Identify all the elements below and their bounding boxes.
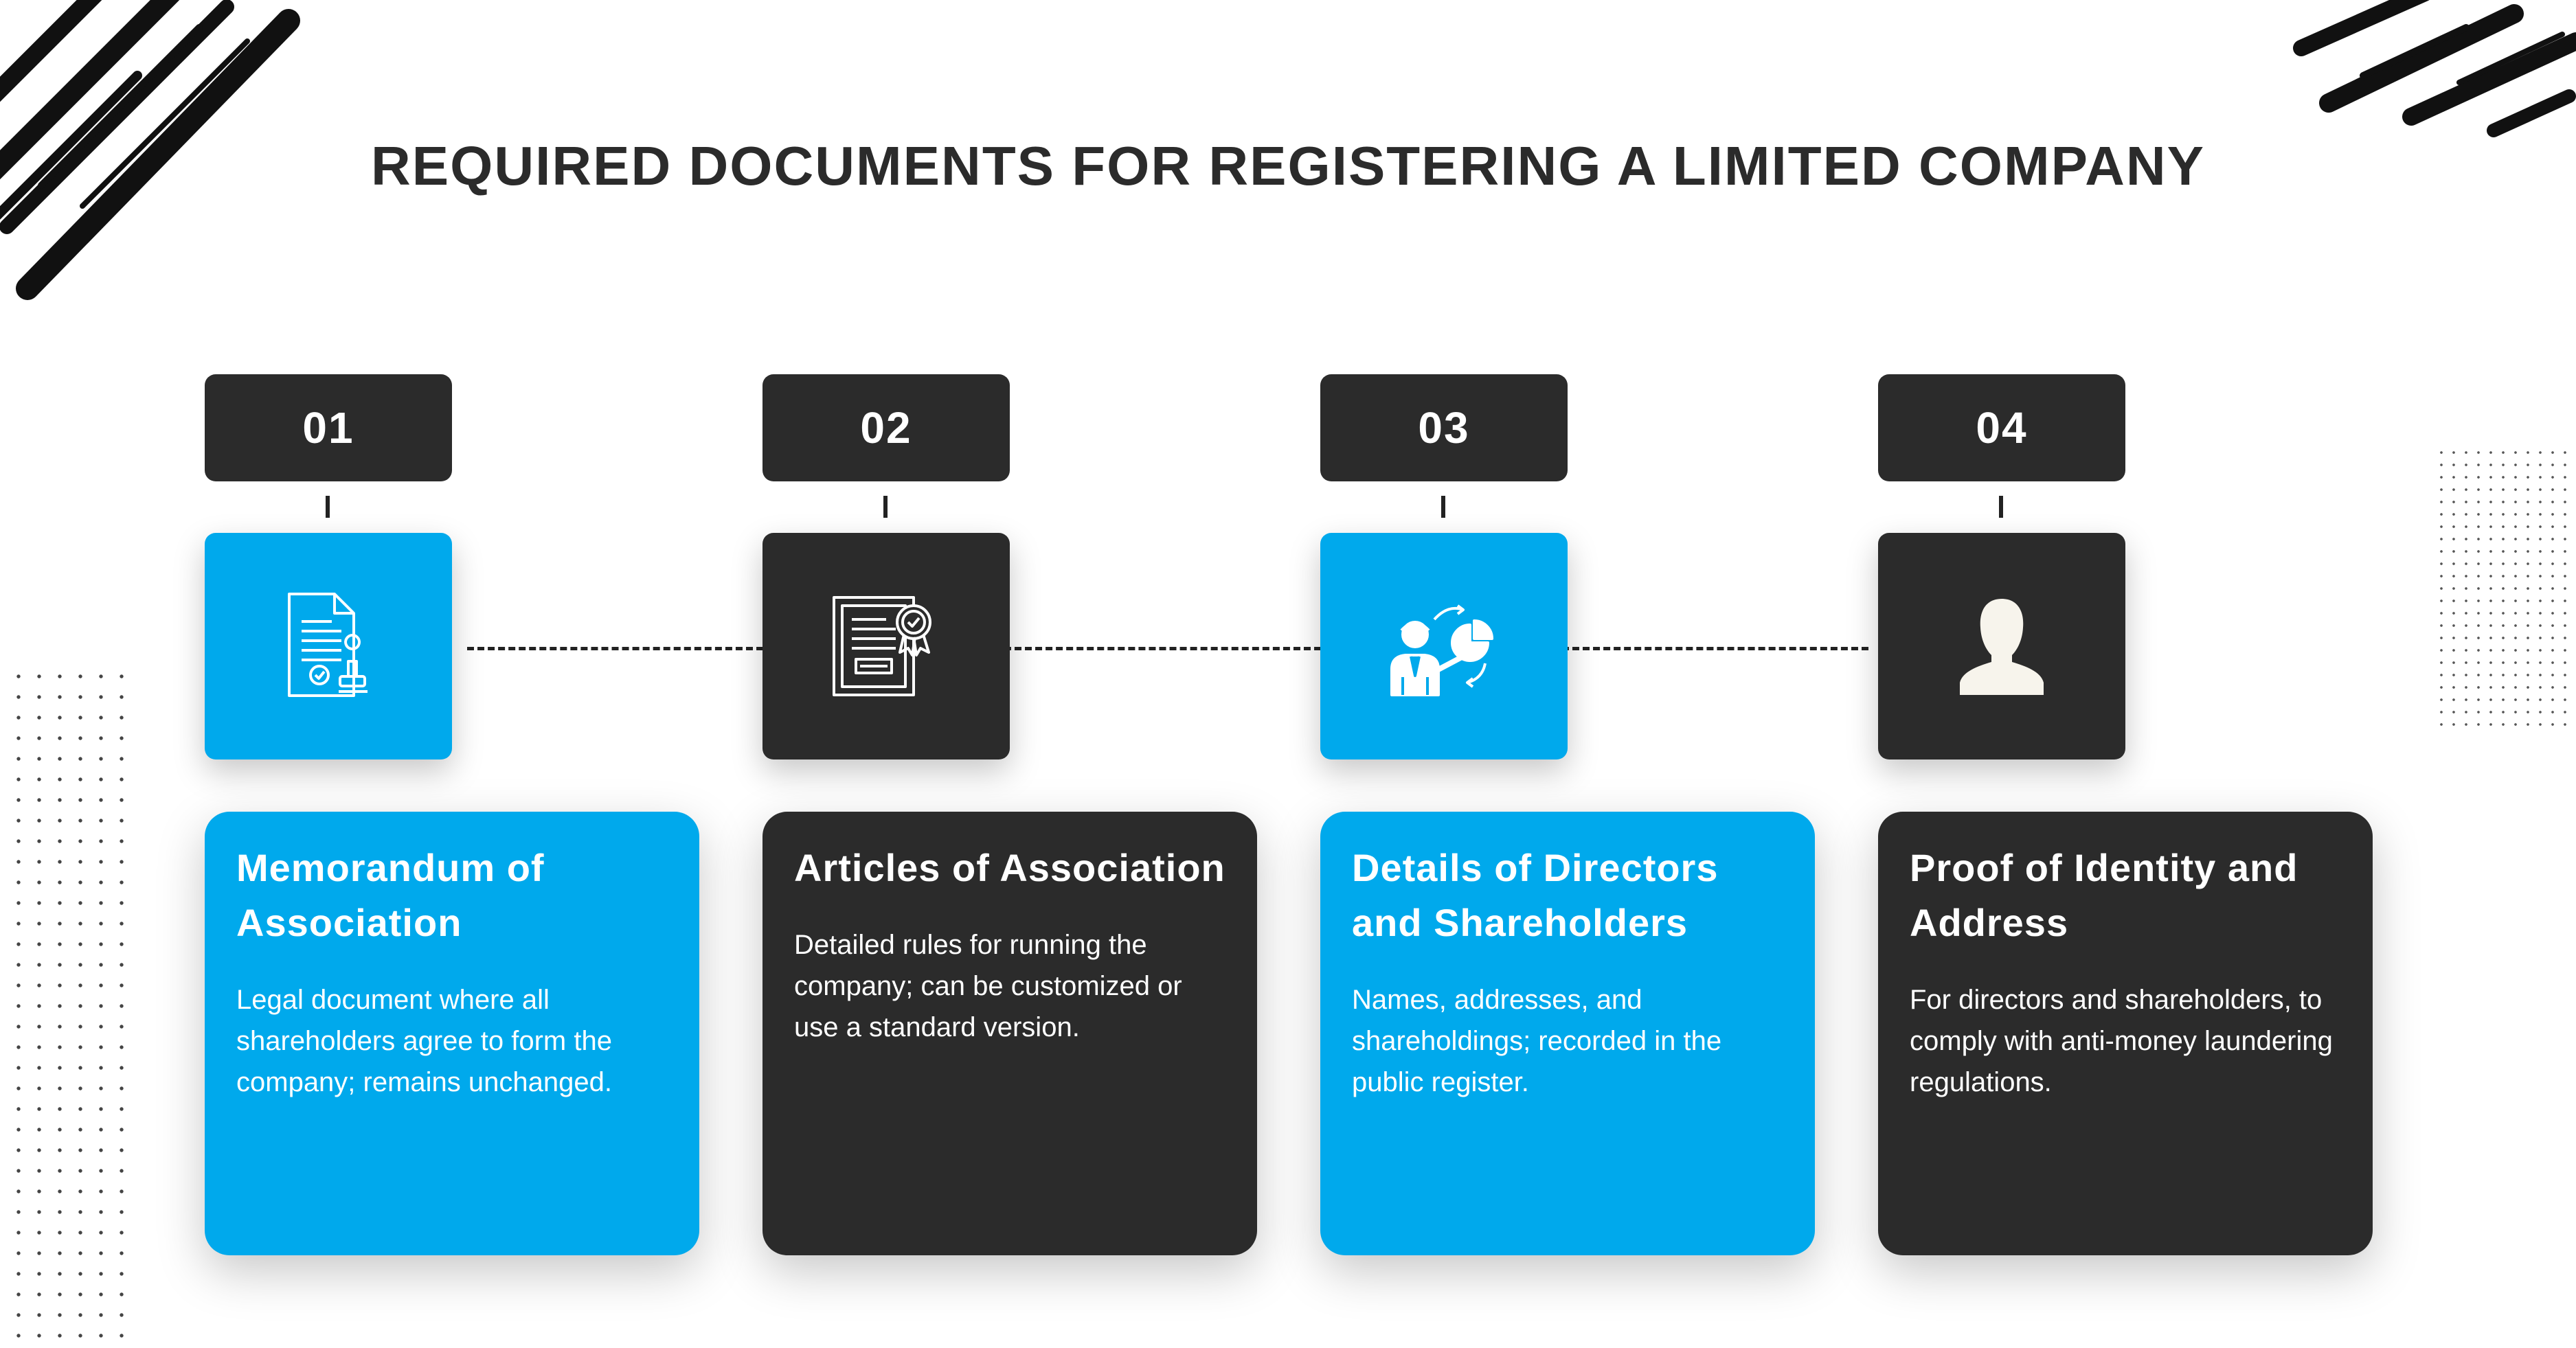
brush-strokes-top-left: [0, 0, 300, 300]
step-icon-box: [762, 533, 1010, 759]
step-card: Proof of Identity and Address For direct…: [1878, 812, 2373, 1255]
step-card-description: Names, addresses, and shareholdings; rec…: [1352, 985, 1722, 1097]
step-tick: [1441, 496, 1445, 518]
step-04: 04 Proof of Identity and Address For dir…: [1878, 0, 2373, 1348]
step-card: Articles of Association Detailed rules f…: [762, 812, 1257, 1255]
certificate-icon: [833, 596, 931, 696]
step-card-description: For directors and shareholders, to compl…: [1910, 985, 2333, 1097]
step-tick: [1999, 496, 2003, 518]
step-01: 01 Memorandum of Association Legal do: [205, 0, 699, 1348]
step-tick: [326, 496, 330, 518]
dashed-connector-line: [467, 647, 1868, 650]
dot-pattern-left: [0, 659, 131, 1348]
step-card-title: Details of Directors and Shareholders: [1352, 846, 1719, 944]
step-number-badge: 04: [1878, 374, 2125, 481]
step-card: Memorandum of Association Legal document…: [205, 812, 699, 1255]
document-stamp-icon: [288, 593, 368, 697]
step-card-description: Detailed rules for running the company; …: [794, 930, 1182, 1042]
person-silhouette-icon: [1960, 599, 2044, 695]
step-02: 02 Articles of Association Detailed r: [762, 0, 1257, 1348]
dot-pattern-right: [2435, 446, 2576, 731]
step-tick: [883, 496, 888, 518]
step-card-title: Memorandum of Association: [236, 846, 545, 944]
step-03: 03 Details of Directors and Shareholders: [1320, 0, 1815, 1348]
step-icon-box: [1878, 533, 2125, 759]
step-number-badge: 03: [1320, 374, 1568, 481]
step-number-badge: 01: [205, 374, 452, 481]
step-icon-box: [205, 533, 452, 759]
businessman-chart-icon: [1390, 604, 1493, 696]
step-card-title: Proof of Identity and Address: [1910, 846, 2298, 944]
step-card-title: Articles of Association: [794, 846, 1225, 889]
step-icon-box: [1320, 533, 1568, 759]
step-number-badge: 02: [762, 374, 1010, 481]
brush-strokes-top-right: [2293, 0, 2576, 137]
step-card-description: Legal document where all shareholders ag…: [236, 985, 612, 1097]
step-card: Details of Directors and Shareholders Na…: [1320, 812, 1815, 1255]
page-title: REQUIRED DOCUMENTS FOR REGISTERING A LIM…: [371, 135, 2205, 196]
